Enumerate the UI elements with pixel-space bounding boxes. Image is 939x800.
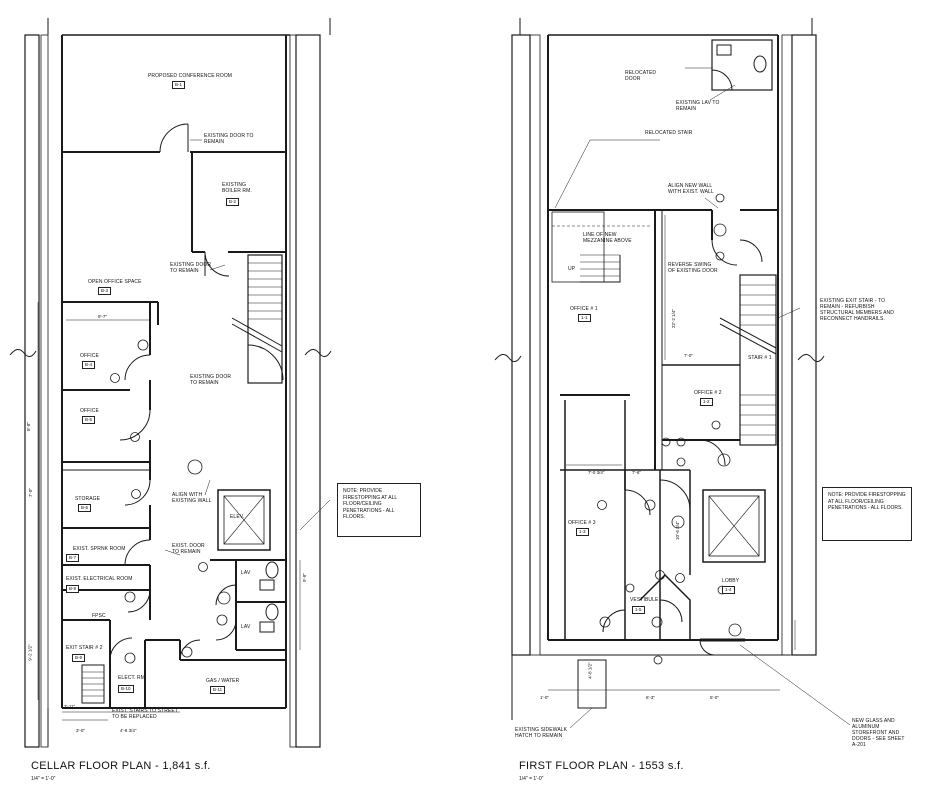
cellar-gas-water-tag: B-11 xyxy=(210,686,226,694)
first-floor-plan-walls xyxy=(494,18,851,729)
first-relocated-stair-note: RELOCATED STAIR xyxy=(645,130,693,136)
cellar-existing-door-note-1: EXISTING DOOR TO REMAIN xyxy=(204,133,254,145)
first-dim-3: 7'-0 3/4" xyxy=(588,470,605,475)
cellar-gas-water-label: GAS / WATER xyxy=(206,678,240,684)
first-existing-lav-note: EXISTING LAV TO REMAIN xyxy=(676,100,720,112)
cellar-boiler-label: EXISTING BOILER RM. xyxy=(222,182,252,194)
cellar-conference-tag: B-1 xyxy=(172,81,186,89)
first-lobby-tag: 1-4 xyxy=(722,586,735,594)
cellar-existing-door-note-3: EXISTING DOOR TO REMAIN xyxy=(190,374,232,386)
cellar-dim-5: 8'-8" xyxy=(25,422,31,431)
first-office3-tag: 1-3 xyxy=(576,528,589,536)
first-dim-7: 5'-0" xyxy=(710,695,719,700)
first-relocated-door-note: RELOCATED DOOR xyxy=(625,70,657,82)
cellar-office1-label: OFFICE xyxy=(80,353,99,359)
cellar-dim-6: 9'-8" xyxy=(301,573,307,582)
cellar-stairs-replaced-note: EXIST. STAIRS TO STREET TO BE REPLACED xyxy=(112,708,178,720)
first-office1-tag: 1-1 xyxy=(578,314,591,322)
first-dim-4: 7'-6" xyxy=(632,470,641,475)
first-office1-label: OFFICE # 1 xyxy=(570,306,598,312)
cellar-electrical-tag: B-8 xyxy=(66,585,80,593)
cellar-dim-7: 3'-0" xyxy=(76,728,85,733)
first-vestibule-tag: 1-5 xyxy=(632,606,645,614)
cellar-conference-label: PROPOSED CONFERENCE ROOM xyxy=(148,73,233,79)
cellar-boiler-tag: B-2 xyxy=(226,198,240,206)
first-dim-9: 1'-0" xyxy=(540,695,549,700)
cellar-dim-8: 9'-2 1/2" xyxy=(27,644,33,661)
first-vestibule-label: VESTIBULE xyxy=(630,597,659,603)
first-lobby-label: LOBBY xyxy=(722,578,740,584)
cellar-plan-title: CELLAR FLOOR PLAN - 1,841 s.f. xyxy=(31,760,211,772)
cellar-electrical-label: EXIST. ELECTRICAL ROOM xyxy=(66,576,133,582)
cellar-elevator-label: ELEV. xyxy=(230,514,245,520)
cellar-office2-tag: B-5 xyxy=(82,416,96,424)
cellar-exist-door-note: EXIST. DOOR TO REMAIN xyxy=(172,543,205,555)
cellar-fpsc-label: FPSC xyxy=(92,613,106,619)
cellar-open-office-tag: B-3 xyxy=(98,287,112,295)
cellar-storage-tag: B-6 xyxy=(78,504,92,512)
first-storefront-note: NEW GLASS AND ALUMINUM STOREFRONT AND DO… xyxy=(852,718,905,748)
cellar-plan-walls xyxy=(9,18,332,748)
cellar-lav1-label: LAV xyxy=(241,570,251,576)
first-dim-1: 22'-2 1/4" xyxy=(670,309,676,328)
cellar-existing-door-note-2: EXISTING DOOR TO REMAIN xyxy=(170,262,212,274)
cellar-dim-3: 4'-8 3/4" xyxy=(120,728,137,733)
cellar-dim-2: 7'-0" xyxy=(27,488,33,497)
cellar-elec-rm-label: ELECT. RM. xyxy=(118,675,147,681)
first-plan-title: FIRST FLOOR PLAN - 1553 s.f. xyxy=(519,760,684,772)
first-office3-label: OFFICE # 3 xyxy=(568,520,596,526)
first-plan-scale: 1/4" = 1'-0" xyxy=(519,776,544,782)
first-sidewalk-note: EXISTING SIDEWALK HATCH TO REMAIN xyxy=(515,727,568,739)
cellar-storage-label: STORAGE xyxy=(75,496,101,502)
cellar-dim-1: 9'-7" xyxy=(98,314,107,319)
first-exit-stair-note: EXISTING EXIT STAIR - TO REMAIN - REFURB… xyxy=(820,298,894,322)
cellar-sprinkler-label: EXIST. SPRNK ROOM xyxy=(73,546,126,552)
first-dim-5: 10'-6 3/4" xyxy=(674,521,680,540)
first-mezzanine-note: LINE OF NEW MEZZANINE ABOVE xyxy=(583,232,632,244)
first-office2-tag: 1-2 xyxy=(700,398,713,406)
cellar-exit-stair-label: EXIT STAIR # 2 xyxy=(66,645,103,651)
first-up-label: UP xyxy=(568,266,576,272)
cellar-elec-rm-tag: B-10 xyxy=(118,685,134,693)
first-dim-6: 6'-3" xyxy=(646,695,655,700)
first-note-box: NOTE: PROVIDE FIRESTOPPING AT ALL FLOOR/… xyxy=(822,487,912,541)
cellar-open-office-label: OPEN OFFICE SPACE xyxy=(88,279,142,285)
cellar-exit-stair-tag: B-9 xyxy=(72,654,86,662)
first-reverse-swing-note: REVERSE SWING OF EXISTING DOOR xyxy=(668,262,718,274)
cellar-office1-tag: B-4 xyxy=(82,361,96,369)
cellar-note-box: NOTE: PROVIDE FIRESTOPPING AT ALL FLOOR/… xyxy=(337,483,421,537)
first-align-note: ALIGN NEW WALL WITH EXIST. WALL xyxy=(668,183,714,195)
first-stair-label: STAIR # 1 xyxy=(748,355,772,361)
first-dim-2: 7'-0" xyxy=(684,353,693,358)
first-dim-8: 4'-8 1/2" xyxy=(587,662,593,679)
first-office2-label: OFFICE # 2 xyxy=(694,390,722,396)
cellar-sprinkler-tag: B-7 xyxy=(66,554,80,562)
cellar-lav2-label: LAV xyxy=(241,624,251,630)
cellar-office2-label: OFFICE xyxy=(80,408,99,414)
cellar-plan-scale: 1/4" = 1'-0" xyxy=(31,776,56,782)
cellar-dim-4: 3'-11" xyxy=(64,704,76,709)
cellar-align-note: ALIGN WITH EXISTING WALL xyxy=(172,492,212,504)
